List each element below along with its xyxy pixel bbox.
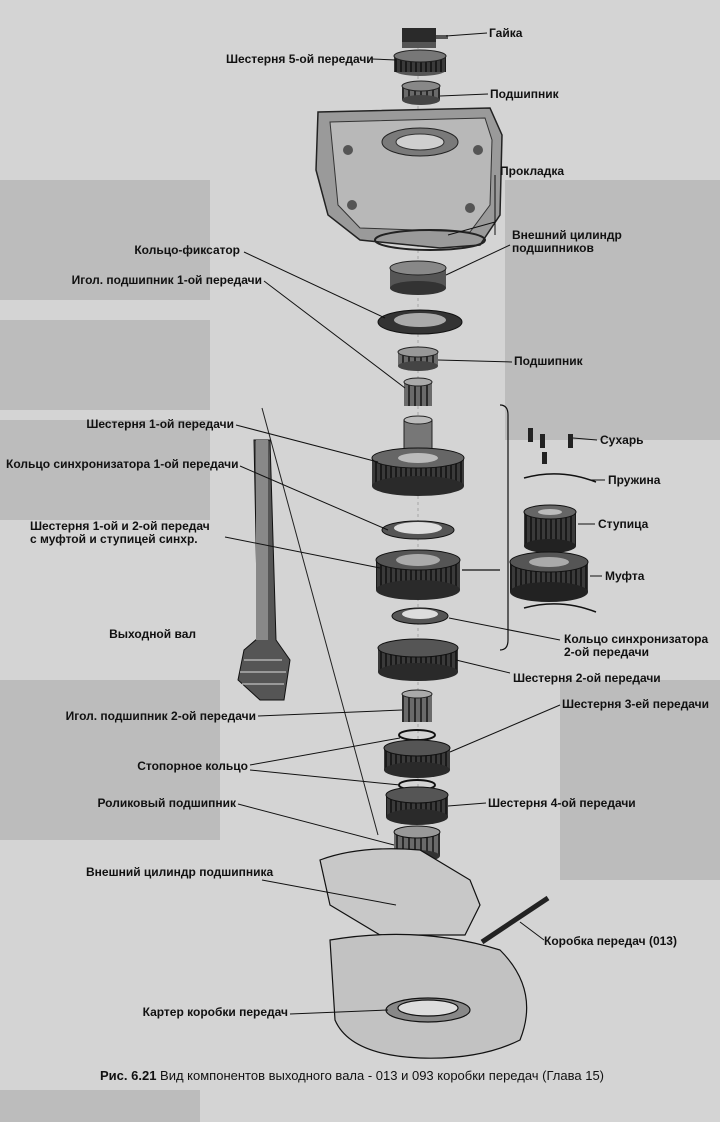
label-key: Сухарь [600,433,644,447]
nut-part [402,28,448,48]
label-gear4: Шестерня 4-ой передачи [488,796,636,810]
label-gear12-1: Шестерня 1-ой и 2-ой передач [30,519,210,533]
label-spring: Пружина [608,473,661,487]
needle-bearing-2nd-part [401,689,433,722]
gear2-part [377,638,459,681]
figure-number: Рис. 6.21 [100,1068,157,1083]
retaining-ring-part [377,309,463,335]
label-gearbox-housing: Картер коробки передач [142,1005,288,1019]
label-outer-race-bottom: Внешний цилиндр подшипника [86,865,274,879]
label-synchro-ring-1st: Кольцо синхронизатора 1-ой передачи [6,457,239,471]
gasket-part [374,229,486,251]
figure-caption: Рис. 6.21 Вид компонентов выходного вала… [100,1068,660,1083]
label-snap-ring: Стопорное кольцо [137,759,248,773]
spring-part [523,473,597,613]
label-retaining-ring: Кольцо-фиксатор [134,243,240,257]
outer-race-part [389,260,447,295]
gearbox-housing-part [329,933,528,1059]
gearbox-cover-part [315,107,503,249]
shaft-guide-line [261,407,379,836]
key-part [528,428,573,464]
bearing-top-part [401,80,441,105]
needle-bearing-1st-part [403,377,433,406]
label-gear5: Шестерня 5-ой передачи [226,52,374,66]
output-shaft-part [237,439,291,701]
figure-caption-text: Вид компонентов выходного вала - 013 и 0… [160,1068,605,1083]
synchro-ring-2nd-part [391,607,449,625]
label-nut: Гайка [489,26,523,40]
label-bearing-mid: Подшипник [514,354,583,368]
label-bearing-top: Подшипник [490,87,559,101]
label-gear2: Шестерня 2-ой передачи [513,671,661,685]
label-gear1: Шестерня 1-ой передачи [86,417,234,431]
label-needle-bearing-2nd: Игол. подшипник 2-ой передачи [65,709,256,723]
label-gear3: Шестерня 3-ей передачи [562,697,710,711]
spacer-sleeve-part [403,415,433,451]
gear12-assembly-part [375,549,461,600]
snap-ring-upper-part [398,729,436,741]
gear4-part [385,786,449,825]
label-roller-bearing: Роликовый подшипник [97,796,236,810]
label-gearbox-013: Коробка передач (013) [544,934,677,948]
leader-lines [224,32,605,1015]
hub-part [523,504,577,553]
label-hub: Ступица [598,517,649,531]
label-outer-race-2: подшипников [512,241,594,255]
label-output-shaft: Выходной вал [109,627,196,641]
label-synchro-ring-2nd-2: 2-ой передачи [564,645,649,659]
background-bleed [0,180,720,1122]
sleeve-part [509,551,589,602]
label-gear12-2: с муфтой и ступицей синхр. [30,532,198,546]
synchro-bracket [462,404,509,651]
label-sleeve: Муфта [605,569,645,583]
label-outer-race-1: Внешний цилиндр [512,228,622,242]
bearing-mid-part [397,346,439,371]
label-gasket: Прокладка [500,164,565,178]
gear5-part [393,49,447,76]
label-needle-bearing-1st: Игол. подшипник 1-ой передачи [71,273,262,287]
gear3-part [383,739,451,778]
gear1-part [371,447,465,496]
synchro-ring-1st-part [381,520,455,540]
label-synchro-ring-2nd-1: Кольцо синхронизатора [564,632,709,646]
gearbox-013-part [319,848,550,945]
